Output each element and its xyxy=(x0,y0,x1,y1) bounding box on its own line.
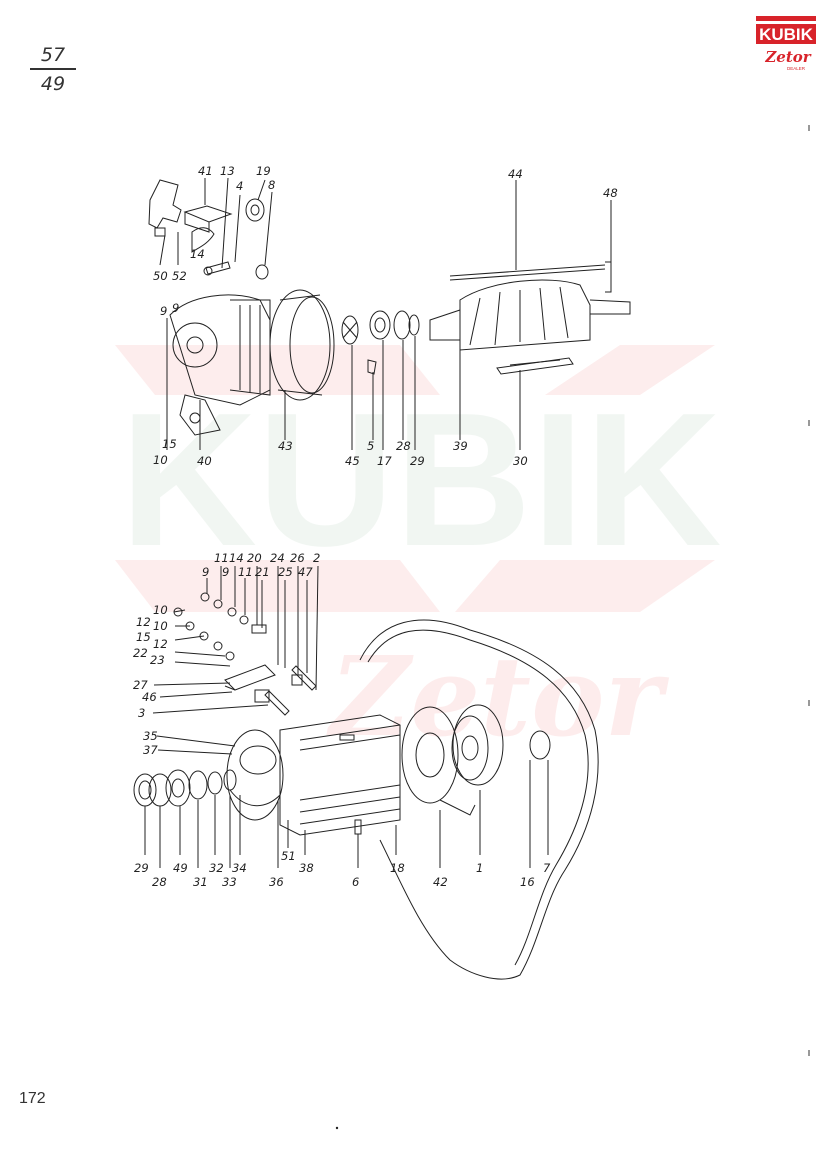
callout-35: 35 xyxy=(143,729,158,743)
callout-40: 40 xyxy=(197,454,212,468)
callout-8: 8 xyxy=(268,178,275,192)
callout-14: 14 xyxy=(190,247,205,261)
logo-brand-text: KUBIK xyxy=(759,25,814,44)
callout-30: 30 xyxy=(513,454,528,468)
callout-19: 19 xyxy=(256,164,271,178)
logo-tag-text: DEALER xyxy=(787,66,806,71)
callout-13: 13 xyxy=(220,164,235,178)
callout-38: 38 xyxy=(299,861,314,875)
callout-27: 27 xyxy=(133,678,148,692)
callout-10b: 10 xyxy=(153,603,168,617)
callout-34: 34 xyxy=(232,861,247,875)
callout-32: 32 xyxy=(209,861,224,875)
callout-15b: 15 xyxy=(136,630,151,644)
callout-10: 10 xyxy=(153,453,168,467)
callout-23: 23 xyxy=(150,653,165,667)
scan-dot xyxy=(335,1126,339,1130)
callout-29: 29 xyxy=(410,454,425,468)
callout-29b: 29 xyxy=(134,861,149,875)
margin-mark xyxy=(808,700,810,706)
callout-1: 1 xyxy=(476,861,483,875)
margin-mark xyxy=(808,420,810,426)
callout-10c: 10 xyxy=(153,619,168,633)
callout-9d: 9 xyxy=(222,565,229,579)
callout-44: 44 xyxy=(508,167,523,181)
callout-2: 2 xyxy=(313,551,320,565)
svg-text:Zetor: Zetor xyxy=(326,632,669,761)
callout-49: 49 xyxy=(173,861,188,875)
fraction-bar xyxy=(30,68,76,70)
callout-51: 51 xyxy=(281,849,296,863)
callout-6: 6 xyxy=(352,875,359,889)
callout-25: 25 xyxy=(278,565,293,579)
fraction-numerator: 57 xyxy=(40,44,66,66)
callout-24: 24 xyxy=(270,551,285,565)
callout-28: 28 xyxy=(396,439,411,453)
page-fraction: 57 49 xyxy=(30,44,76,95)
callout-18: 18 xyxy=(390,861,405,875)
callout-42: 42 xyxy=(433,875,448,889)
callout-48: 48 xyxy=(603,186,618,200)
callout-9a: 9 xyxy=(160,304,167,318)
lower-assembly xyxy=(133,565,599,980)
callout-26: 26 xyxy=(290,551,305,565)
callout-12a: 12 xyxy=(136,615,151,629)
page-number: 172 xyxy=(19,1090,46,1107)
callout-41: 41 xyxy=(198,164,213,178)
callout-11a: 11 xyxy=(214,551,229,565)
kubik-watermark: KUBIK Zetor xyxy=(115,345,722,761)
callout-22: 22 xyxy=(133,646,148,660)
callout-39: 39 xyxy=(453,439,468,453)
callout-46: 46 xyxy=(142,690,157,704)
callout-47: 47 xyxy=(298,565,313,579)
margin-mark xyxy=(808,1050,810,1056)
margin-mark xyxy=(808,125,810,131)
callout-37: 37 xyxy=(143,743,158,757)
callout-50: 50 xyxy=(153,269,168,283)
callout-7: 7 xyxy=(543,861,551,875)
callout-3: 3 xyxy=(138,706,145,720)
callout-9c: 9 xyxy=(202,565,209,579)
logo-sub-text: Zetor xyxy=(764,48,811,66)
callout-5: 5 xyxy=(367,439,374,453)
callout-20: 20 xyxy=(247,551,262,565)
callout-45: 45 xyxy=(345,454,360,468)
callout-52: 52 xyxy=(172,269,187,283)
callout-4: 4 xyxy=(236,179,243,193)
callout-15: 15 xyxy=(162,437,177,451)
callout-33: 33 xyxy=(222,875,237,889)
callout-43: 43 xyxy=(278,439,293,453)
callout-11b: 11 xyxy=(238,565,253,579)
upper-assembly xyxy=(148,177,631,450)
callout-36: 36 xyxy=(269,875,284,889)
fraction-denominator: 49 xyxy=(40,72,66,95)
callout-21: 21 xyxy=(255,565,270,579)
lower-callouts: 11 14 20 24 26 2 9 9 11 21 25 47 10 12 1… xyxy=(133,551,551,889)
callout-14b: 14 xyxy=(229,551,244,565)
callout-28b: 28 xyxy=(152,875,167,889)
svg-text:KUBIK: KUBIK xyxy=(120,374,722,586)
callout-31: 31 xyxy=(193,875,208,889)
kubik-zetor-logo: KUBIK Zetor DEALER xyxy=(756,12,816,74)
upper-callouts: 41 13 4 19 8 44 48 50 52 14 9 9 15 10 40… xyxy=(153,164,618,468)
callout-9b: 9 xyxy=(172,301,179,315)
callout-17: 17 xyxy=(377,454,392,468)
callout-16: 16 xyxy=(520,875,535,889)
callout-12b: 12 xyxy=(153,637,168,651)
